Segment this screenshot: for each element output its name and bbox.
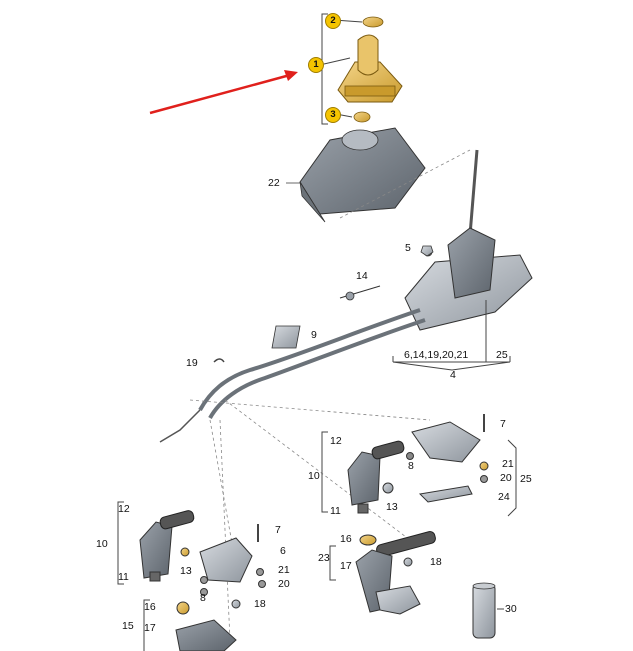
label-r24: 24: [498, 491, 510, 503]
guide-lines: [189, 399, 431, 641]
label-9: 9: [311, 329, 317, 341]
callout-2: 2: [325, 13, 341, 29]
shift-cables: [198, 308, 426, 420]
label-l7: 7: [275, 524, 281, 536]
label-r13: 13: [386, 501, 398, 513]
right-group: [321, 414, 517, 517]
label-l8: 8: [200, 592, 206, 604]
label-l21: 21: [278, 564, 290, 576]
part-5-nut: [420, 245, 434, 257]
part-22-housing: [286, 127, 426, 223]
label-l15: 15: [122, 620, 134, 632]
label-l6: 6: [280, 545, 286, 557]
shift-mechanism: [404, 149, 533, 331]
label-r25: 25: [520, 473, 532, 485]
left-group: [117, 501, 266, 651]
label-r20: 20: [500, 472, 512, 484]
label-m30: 30: [505, 603, 517, 615]
label-l11: 11: [118, 571, 129, 583]
label-l20: 20: [278, 578, 290, 590]
label-r10: 10: [308, 470, 320, 482]
part-30-tube: [472, 582, 504, 639]
part-3-ring: [353, 111, 371, 123]
label-l16: 16: [144, 601, 156, 613]
label-14: 14: [356, 270, 368, 282]
label-m18: 18: [430, 556, 442, 568]
part-19-clip: [213, 358, 225, 363]
callout-3: 3: [325, 107, 341, 123]
label-r7: 7: [500, 418, 506, 430]
label-m16: 16: [340, 533, 352, 545]
label-l12: 12: [118, 503, 130, 515]
label-25-top: 25: [496, 349, 508, 361]
middle-group: [329, 531, 436, 615]
label-l17: 17: [144, 622, 156, 634]
callout-1: 1: [308, 57, 324, 73]
part-1-shift-boot: [337, 34, 403, 103]
label-19: 19: [186, 357, 198, 369]
label-r11: 11: [330, 505, 341, 517]
part-9-bracket: [271, 325, 301, 349]
part-2-cap: [362, 16, 384, 28]
pointer-arrow: [149, 70, 298, 115]
label-5: 5: [405, 242, 411, 254]
label-4: 4: [450, 369, 456, 381]
label-m23: 23: [318, 552, 330, 564]
label-l18: 18: [254, 598, 266, 610]
label-m17: 17: [340, 560, 352, 572]
label-l10: 10: [96, 538, 108, 550]
label-group-list: 6,14,19,20,21: [404, 349, 469, 361]
label-r21: 21: [502, 458, 514, 470]
label-22: 22: [268, 177, 280, 189]
part-14-tie: [339, 285, 381, 301]
cable-end: [159, 409, 201, 443]
label-r12: 12: [330, 435, 342, 447]
bracket-4: [392, 300, 511, 371]
label-l13: 13: [180, 565, 192, 577]
label-r8: 8: [408, 460, 414, 472]
